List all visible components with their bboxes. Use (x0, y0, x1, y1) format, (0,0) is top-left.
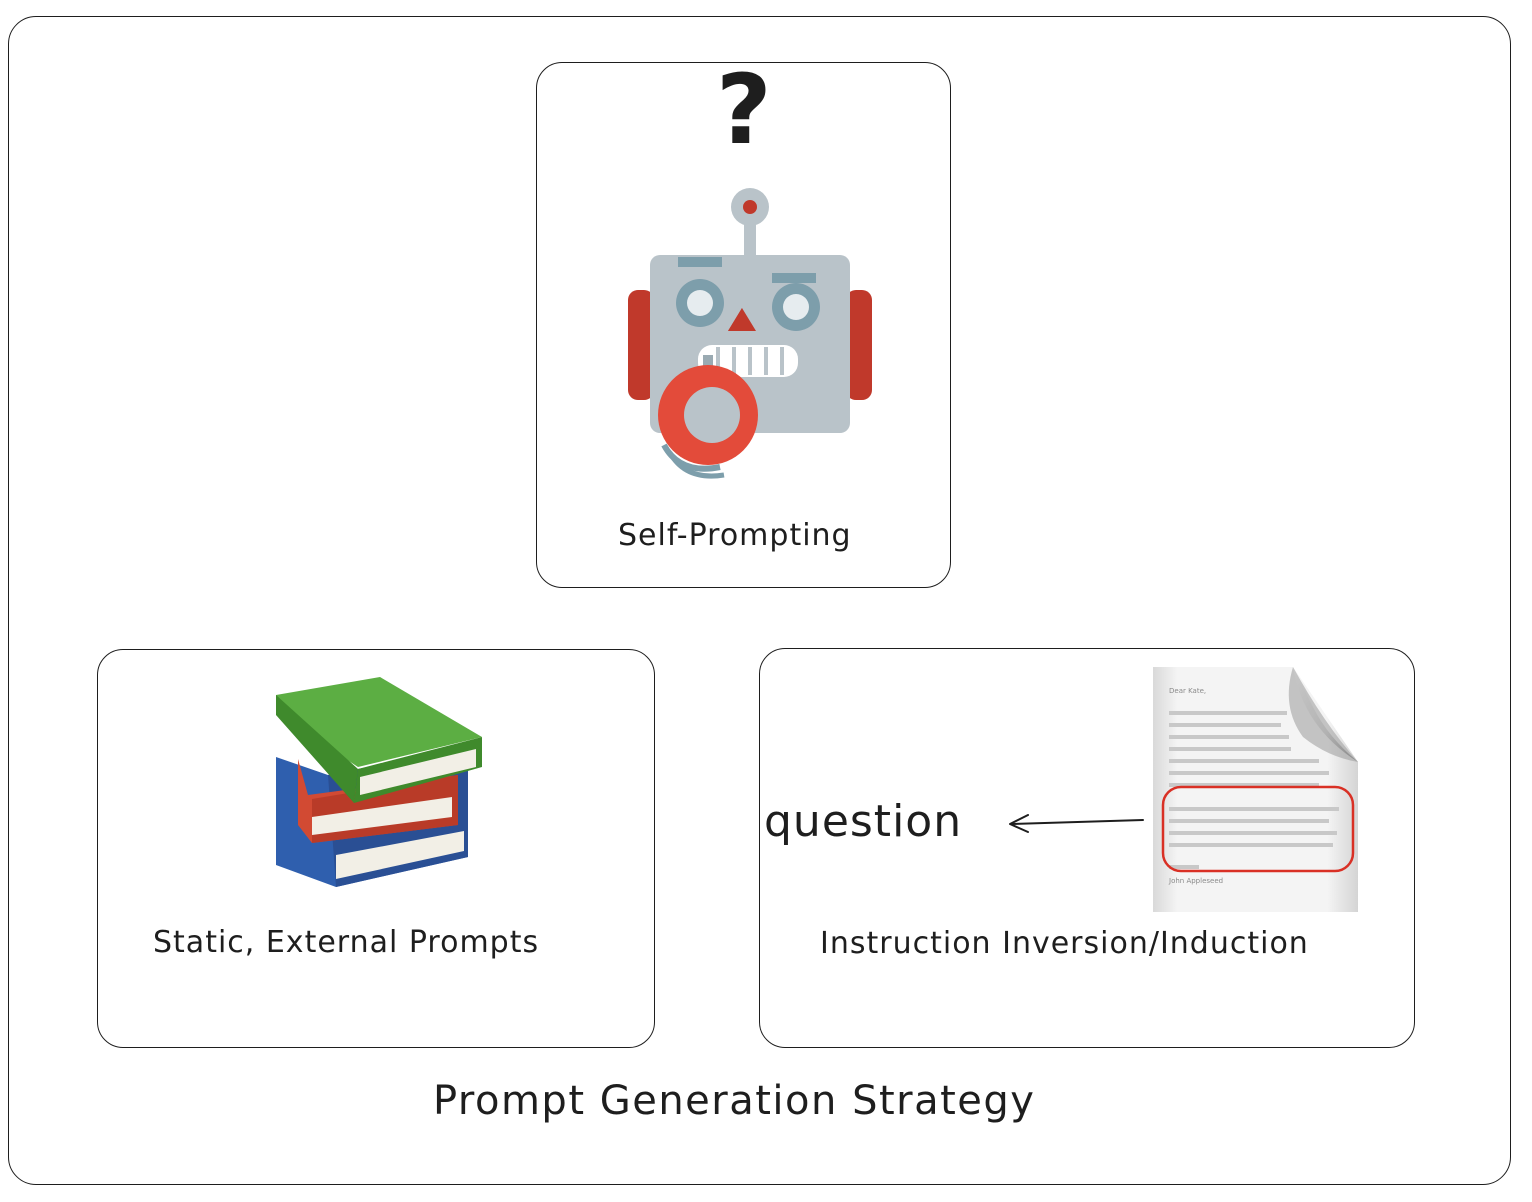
instruction-inversion-label: Instruction Inversion/Induction (820, 926, 1309, 961)
diagram-title: Prompt Generation Strategy (433, 1078, 1036, 1124)
question-label: question (764, 796, 963, 847)
static-prompts-label: Static, External Prompts (153, 925, 540, 960)
outer-frame (8, 16, 1511, 1185)
arrow-left (1009, 814, 1144, 833)
doc-greeting: Dear Kate, (1169, 687, 1206, 695)
self-prompting-label: Self-Prompting (618, 518, 852, 553)
document-icon: Dear Kate, John Appleseed (1153, 667, 1358, 912)
books-icon (276, 677, 482, 887)
robot-icon (628, 188, 872, 479)
highlight-box (1161, 785, 1355, 873)
question-mark-icon: ? (716, 54, 772, 166)
self-prompting-card (536, 62, 951, 588)
doc-signature: John Appleseed (1168, 877, 1223, 885)
